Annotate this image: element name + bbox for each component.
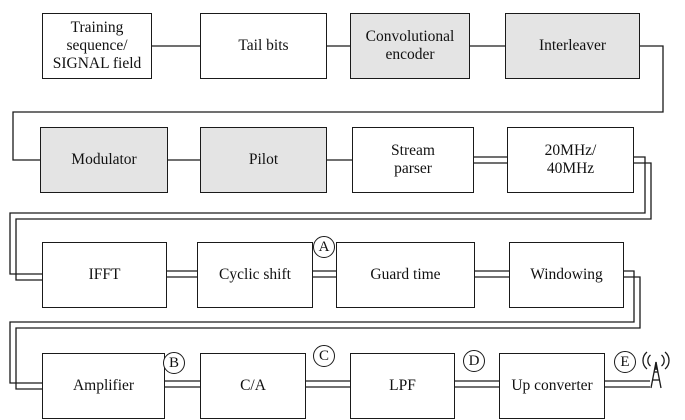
tail-bits-block: Tail bits xyxy=(200,13,327,79)
up-converter-label: Up converter xyxy=(511,377,593,395)
modulator-label: Modulator xyxy=(71,151,137,169)
bandwidth-line-2: 40MHz xyxy=(546,160,595,177)
ca-label: C/A xyxy=(240,377,266,395)
amplifier-label: Amplifier xyxy=(72,377,135,395)
interleaver-block: Interleaver xyxy=(505,13,640,79)
stream-parser-line-2: parser xyxy=(394,160,432,177)
marker-d-label: D xyxy=(468,352,480,369)
stream-parser-line-1: Stream xyxy=(391,142,435,160)
tail-bits-label: Tail bits xyxy=(238,37,289,55)
marker-b-label: B xyxy=(168,354,179,371)
marker-e-label: E xyxy=(620,353,630,370)
pilot-label: Pilot xyxy=(248,151,279,169)
amplifier-block: Amplifier xyxy=(42,353,165,419)
windowing-label: Windowing xyxy=(530,266,603,284)
marker-c: C xyxy=(313,345,335,367)
antenna-icon xyxy=(642,351,670,389)
training-line-3: SIGNAL field xyxy=(52,54,142,72)
marker-e: E xyxy=(614,351,636,373)
marker-a-label: A xyxy=(318,238,330,255)
bandwidth-line-1: 20MHz/ xyxy=(544,142,597,160)
guard-time-block: Guard time xyxy=(336,242,475,308)
lpf-block: LPF xyxy=(350,353,455,419)
lpf-label: LPF xyxy=(389,377,416,395)
cyclic-shift-label: Cyclic shift xyxy=(219,266,291,284)
windowing-block: Windowing xyxy=(509,242,624,308)
ifft-label: IFFT xyxy=(88,266,121,284)
training-line-1: Training xyxy=(70,19,124,37)
training-line-2: sequence/ xyxy=(66,37,128,55)
bandwidth-block: 20MHz/40MHz xyxy=(507,127,634,193)
interleaver-label: Interleaver xyxy=(538,37,607,55)
modulator-block: Modulator xyxy=(40,127,168,193)
marker-a: A xyxy=(313,236,335,258)
ifft-block: IFFT xyxy=(42,242,167,308)
conv-encoder-line-2: encoder xyxy=(385,46,435,63)
marker-d: D xyxy=(463,350,485,372)
ca-block: C/A xyxy=(200,353,306,419)
marker-b: B xyxy=(163,352,185,374)
up-converter-block: Up converter xyxy=(499,353,605,419)
guard-time-label: Guard time xyxy=(370,266,441,284)
cyclic-shift-block: Cyclic shift xyxy=(197,242,313,308)
marker-c-label: C xyxy=(318,347,329,364)
conv-encoder-line-1: Convolutional xyxy=(365,28,455,46)
pilot-block: Pilot xyxy=(200,127,327,193)
